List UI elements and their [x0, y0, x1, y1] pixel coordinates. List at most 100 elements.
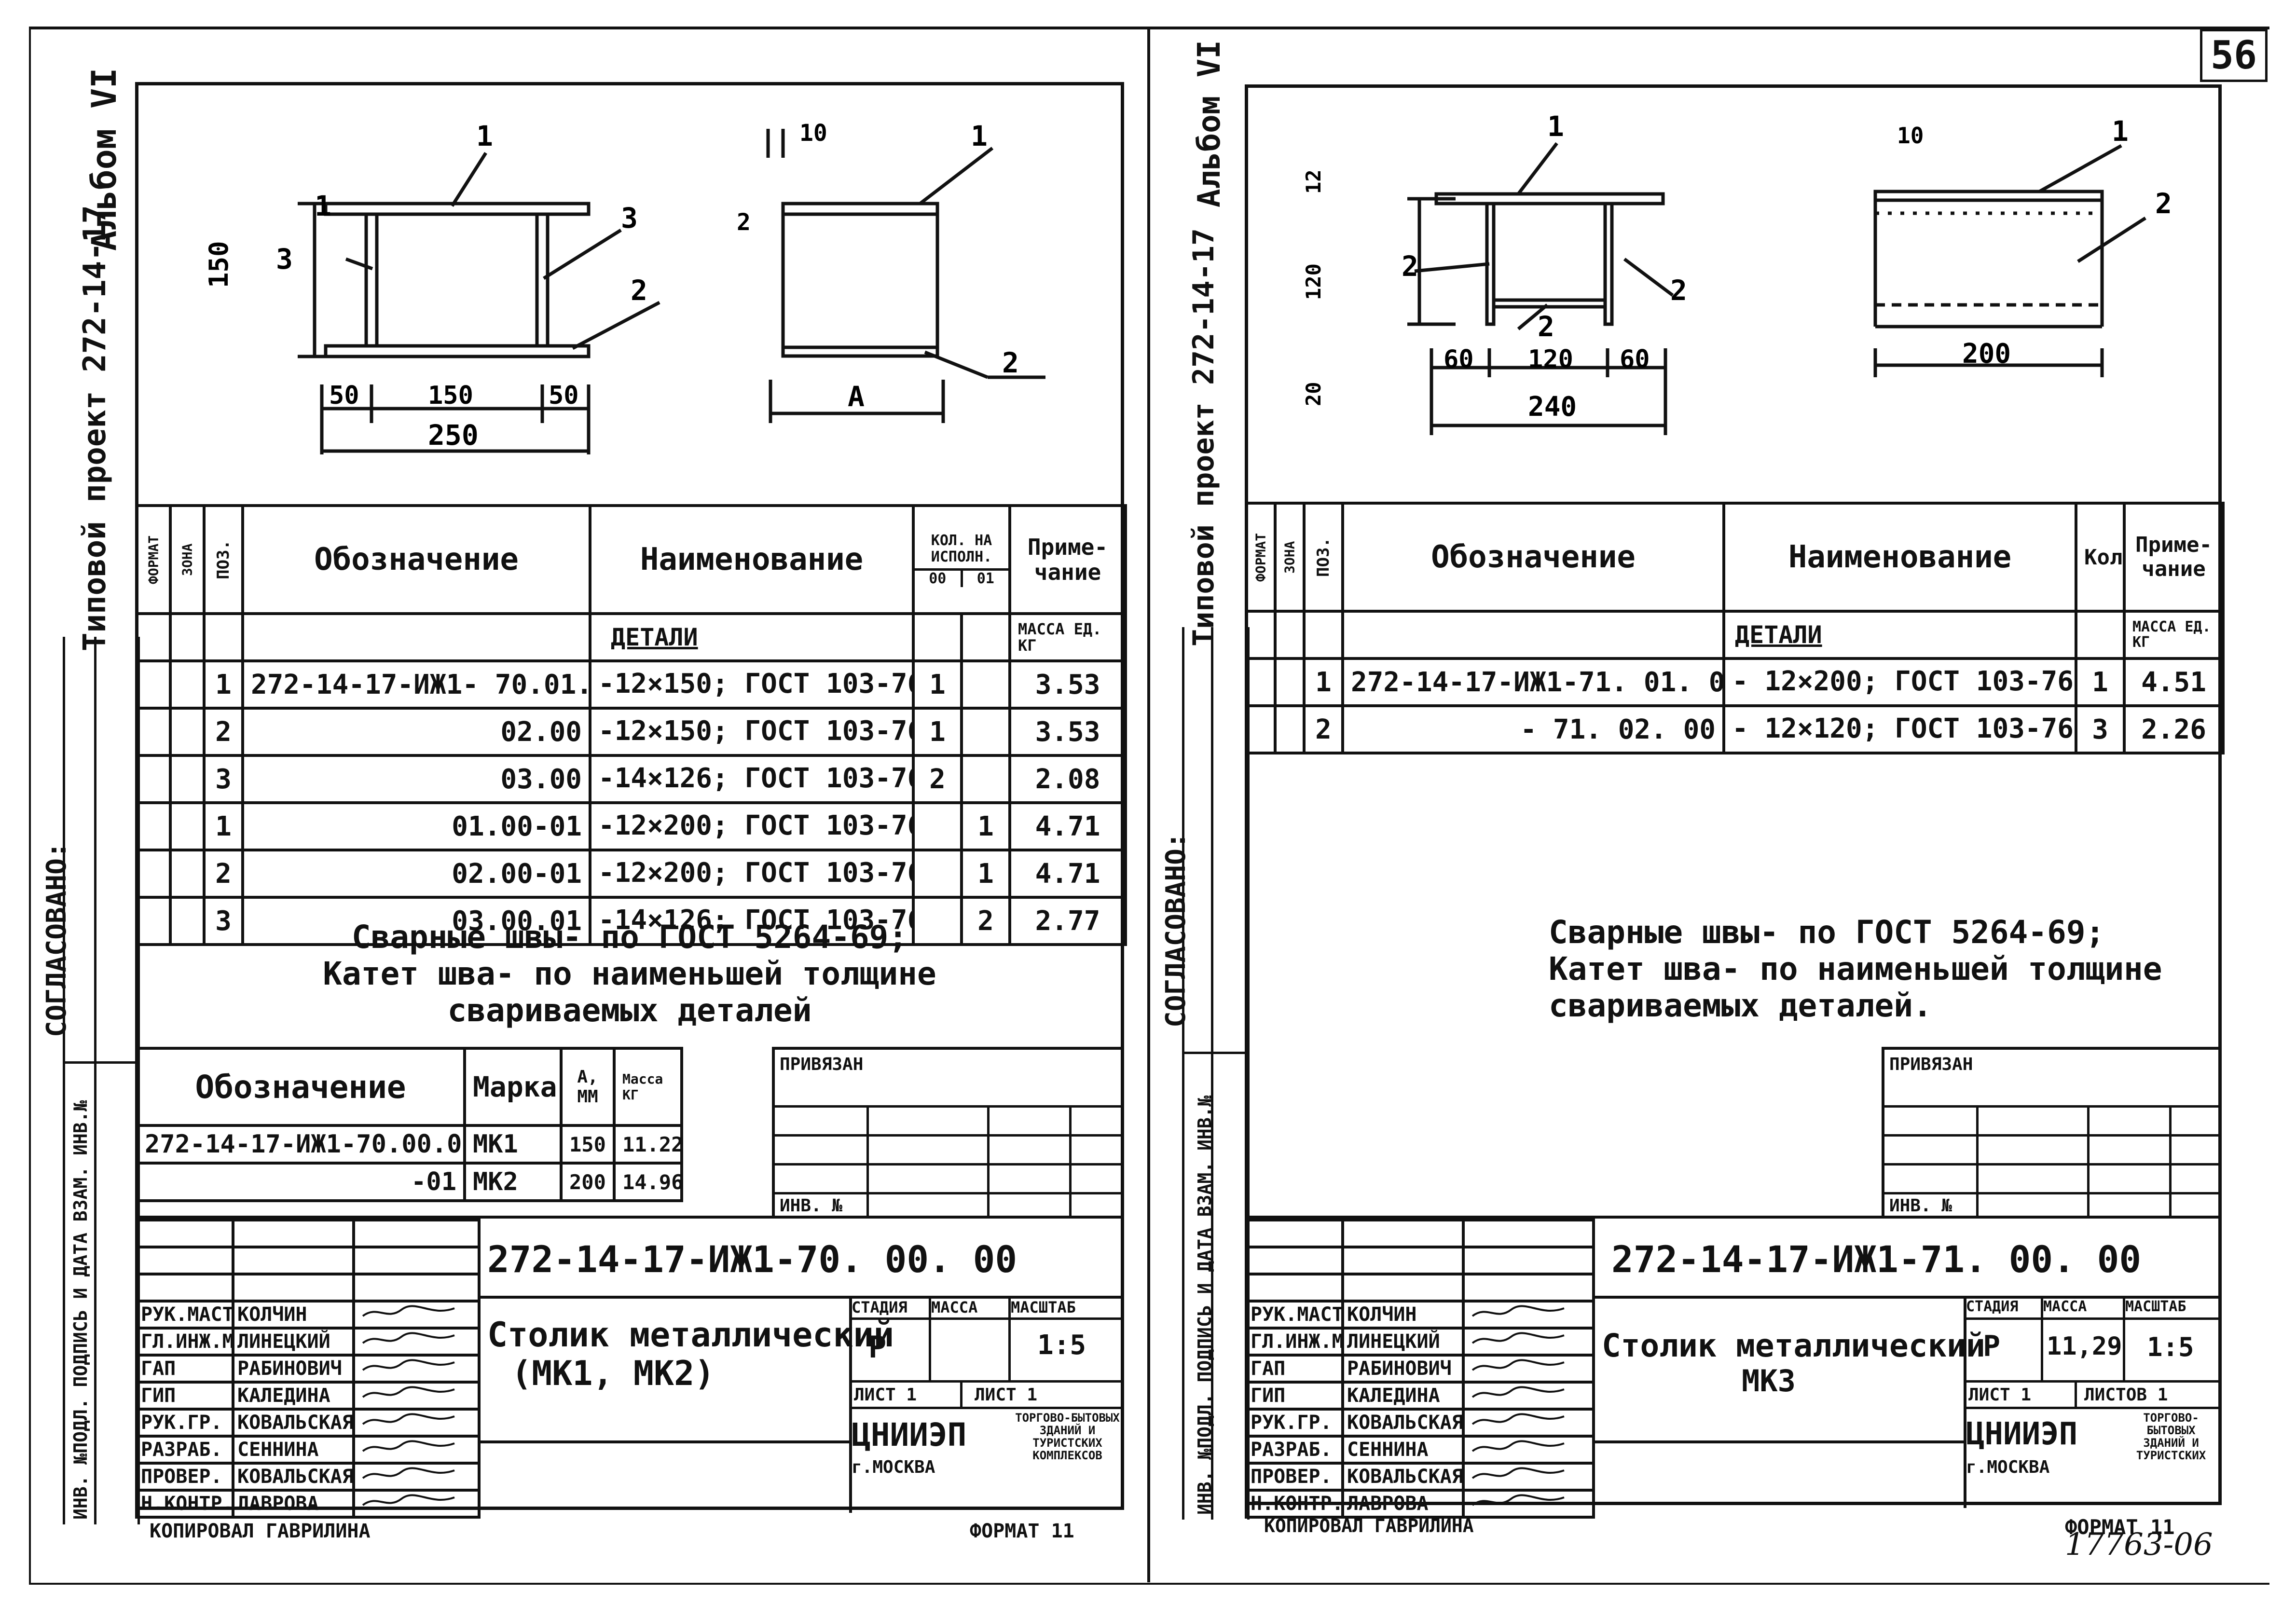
left-drawing: 1 1 3 3 2 150 50 150 50 250 10 2 А 1 2	[204, 120, 1045, 454]
people-role: РУК.ГР.	[1245, 1408, 1344, 1438]
people-row: ПРОВЕР.КОВАЛЬСКАЯ	[135, 1462, 481, 1492]
left-col-pos: ПОЗ.	[204, 506, 243, 614]
spec-pos: 1	[1303, 657, 1344, 707]
signature-scribble	[362, 1467, 455, 1479]
left-spec-section-row: ДЕТАЛИ МАССА ЕД. КГ	[135, 612, 1127, 662]
right-dim-60b: 60	[1620, 345, 1650, 374]
people-name: ЛАВРОВА	[1341, 1489, 1465, 1519]
spec-qty-01: 2	[960, 896, 1011, 946]
left-marks-row2-mass: 14.96	[613, 1162, 683, 1202]
spec-qty-00	[912, 801, 963, 851]
right-callout-2b: 2	[1670, 274, 1687, 307]
signature	[352, 1489, 481, 1519]
right-weld-note: Сварные швы- по ГОСТ 5264-69; Катет шва-…	[1549, 914, 2176, 1024]
people-name: КОВАЛЬСКАЯ	[232, 1462, 355, 1492]
right-code: 272-14-17-ИЖ1-71. 00. 00	[1611, 1238, 2142, 1281]
people-role: ПРОВЕР.	[135, 1462, 234, 1492]
left-marks-row2-designation: -01	[135, 1162, 466, 1202]
right-dim-120b: 120	[1528, 345, 1573, 374]
left-dim-150: 150	[428, 381, 473, 410]
left-marks-row2-mark: МК2	[463, 1162, 563, 1202]
right-note-line-2: Катет шва- по наименьшей толщине	[1549, 950, 2162, 987]
spec-name: -12×150; ГОСТ 103-76; ℓ=250	[589, 707, 915, 757]
spec-qty-01	[960, 754, 1011, 804]
right-section-label: ДЕТАЛИ	[1722, 610, 2077, 660]
signature-scribble	[1471, 1440, 1565, 1452]
left-col-format: ФОРМАТ	[137, 506, 170, 614]
right-sheet-frame	[1245, 84, 2222, 1505]
signature	[352, 1354, 481, 1384]
left-marks-col-mass: Масса КГ	[613, 1047, 683, 1127]
right-dim-200: 200	[1962, 338, 2011, 370]
left-col-qty-01: 01	[976, 570, 994, 587]
signature-scribble	[362, 1440, 455, 1452]
spec-qty-00: 2	[912, 754, 963, 804]
spec-mass: 4.71	[1008, 849, 1127, 899]
sheet-number-box: 56	[2200, 29, 2268, 82]
right-note-line-3: свариваемых деталей.	[1549, 987, 1932, 1024]
people-role: ПРОВЕР.	[1245, 1462, 1344, 1492]
left-copied: КОПИРОВАЛ ГАВРИЛИНА	[150, 1520, 371, 1542]
spec-name: -12×150; ГОСТ 103-76; ℓ=250	[589, 659, 915, 710]
spec-mass: 4.71	[1008, 801, 1127, 851]
spec-pos: 2	[203, 707, 244, 757]
left-marks-table: Обозначение Марка А, ММ Масса КГ 272-14-…	[135, 1047, 683, 1202]
left-dim-height: 150	[204, 241, 234, 288]
right-dim-120: 120	[1302, 263, 1325, 300]
people-role: ГИП	[1245, 1381, 1344, 1411]
spec-name: - 12×200; ГОСТ 103-76; ℓ=240	[1722, 657, 2077, 707]
spec-qty-01: 1	[960, 801, 1011, 851]
bottom-number: 17763-06	[2065, 1527, 2213, 1563]
spec-name: -12×200; ГОСТ 103-76; ℓ=250	[589, 801, 915, 851]
left-sheet-label: ЛИСТ 1	[854, 1385, 917, 1405]
left-col-qty-label: КОЛ. НА ИСПОЛН.	[931, 532, 992, 565]
right-album-label: Альбом VI	[1192, 40, 1227, 207]
left-format: ФОРМАТ 11	[970, 1520, 1074, 1542]
right-title: Столик металлический	[1602, 1327, 1985, 1364]
left-callout-1a: 1	[476, 120, 493, 152]
people-blank-row	[1245, 1219, 1595, 1248]
left-spec-row: 303.00.01-14×126; ГОСТ 103-76; ℓ=20022.7…	[135, 896, 1127, 946]
spec-designation: 01.00-01	[241, 801, 591, 851]
spec-qty-01	[960, 659, 1011, 710]
right-stage-label: СТАДИЯ	[1966, 1298, 2019, 1315]
people-name: РАБИНОВИЧ	[1341, 1354, 1465, 1384]
spec-qty-00	[912, 849, 963, 899]
right-privyazan-box: ПРИВЯЗАН ИНВ. №	[1882, 1047, 2222, 1219]
people-name: СЕННИНА	[1341, 1435, 1465, 1465]
right-col-designation: Обозначение	[1341, 502, 1725, 613]
signature-scribble	[362, 1386, 455, 1398]
left-note-line-1: Сварные швы- по ГОСТ 5264-69;	[351, 919, 908, 956]
people-role: ГЛ.ИНЖ.М.	[135, 1327, 234, 1357]
people-row: Н.КОНТР.ЛАВРОВА	[135, 1489, 481, 1519]
signature	[1462, 1489, 1595, 1519]
left-side-callout-2: 2	[1002, 346, 1019, 379]
spec-name: -12×200; ГОСТ 103-76; ℓ=250	[589, 849, 915, 899]
left-dim-250: 250	[428, 419, 479, 452]
spec-designation: 03.00.01	[241, 896, 591, 946]
left-scale-label: МАСШТАБ	[1011, 1298, 1076, 1316]
spec-pos: 2	[1303, 704, 1344, 754]
left-marks-row2-a: 200	[560, 1162, 616, 1202]
signature	[352, 1408, 481, 1438]
people-name: ЛАВРОВА	[232, 1489, 355, 1519]
left-note-line-2: Катет шва- по наименьшей толщине	[323, 955, 936, 992]
left-title: Столик металлический	[487, 1315, 894, 1355]
people-row: ПРОВЕР.КОВАЛЬСКАЯ	[1245, 1462, 1595, 1492]
right-mass-header: МАССА ЕД. КГ	[2123, 610, 2225, 660]
people-blank-row	[135, 1273, 481, 1303]
right-spec-table: ФОРМАТ ЗОНА ПОЗ. Обозначение Наименовани…	[1245, 502, 2225, 754]
people-row: РУК.МАСТ.КОЛЧИН	[1245, 1300, 1595, 1330]
signature	[352, 1435, 481, 1465]
spec-mass: 4.51	[2123, 657, 2225, 707]
spec-qty-01: 1	[960, 849, 1011, 899]
left-spec-row: 202.00-01-12×200; ГОСТ 103-76; ℓ=25014.7…	[135, 849, 1127, 899]
people-blank-row	[135, 1246, 481, 1275]
right-mass-value: 11,29	[2047, 1332, 2122, 1361]
people-row: РУК.ГР.КОВАЛЬСКАЯ	[1245, 1408, 1595, 1438]
people-role: РУК.МАСТ.	[1245, 1300, 1344, 1330]
left-callout-2a: 2	[631, 274, 647, 307]
signature-scribble	[362, 1305, 455, 1317]
